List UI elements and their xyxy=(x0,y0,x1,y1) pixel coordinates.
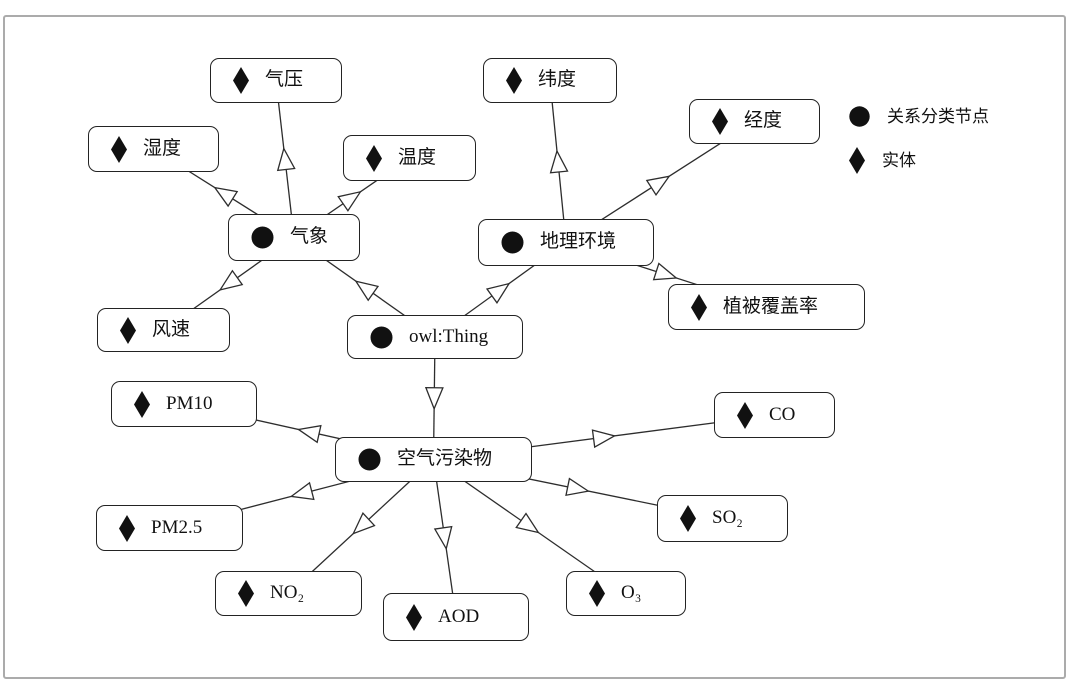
entity-icon xyxy=(589,580,605,607)
node-label: 气象 xyxy=(290,226,329,247)
node-label: 空气污染物 xyxy=(397,448,493,469)
category-node-icon xyxy=(501,231,524,254)
category-node-icon xyxy=(849,106,870,127)
node-label: AOD xyxy=(438,605,480,627)
arrowhead-air-pollutants-pm25 xyxy=(289,481,315,501)
entity-icon xyxy=(366,144,382,172)
node-vegetation-coverage: 植被覆盖率 xyxy=(668,284,865,330)
entity-icon xyxy=(680,505,696,532)
arrowhead-air-pollutants-so2 xyxy=(565,477,590,497)
arrowhead-geo-environment-latitude xyxy=(549,149,569,174)
entity-icon xyxy=(406,603,422,631)
arrowhead-owl-thing-meteorology xyxy=(354,280,380,302)
node-aod: AOD xyxy=(383,593,529,641)
node-label: 湿度 xyxy=(143,137,182,159)
arrowhead-meteorology-humidity xyxy=(213,186,239,208)
node-humidity: 湿度 xyxy=(88,126,219,172)
entity-icon xyxy=(111,135,127,163)
node-pm25: PM2.5 xyxy=(96,505,243,551)
arrowhead-air-pollutants-aod xyxy=(433,525,453,551)
node-temperature: 温度 xyxy=(343,135,476,181)
arrowhead-air-pollutants-pm10 xyxy=(296,424,322,444)
node-label: 植被覆盖率 xyxy=(723,295,819,317)
node-label: O₃ xyxy=(621,582,642,603)
arrowhead-meteorology-pressure xyxy=(276,146,296,172)
legend-item-category: 关系分类节点 xyxy=(849,103,989,130)
arrowhead-meteorology-temperature xyxy=(337,190,362,212)
arrowhead-owl-thing-air-pollutants xyxy=(424,386,444,411)
node-label: PM2.5 xyxy=(151,516,203,538)
arrowhead-air-pollutants-co xyxy=(591,429,617,449)
node-label: SO₂ xyxy=(712,507,743,528)
category-node-icon xyxy=(370,326,393,348)
node-meteorology: 气象 xyxy=(228,214,360,261)
arrowhead-geo-environment-longitude xyxy=(645,175,671,196)
node-label: NO₂ xyxy=(270,582,305,603)
entity-icon xyxy=(120,316,136,344)
node-label: 气压 xyxy=(265,69,304,90)
legend-label-category: 关系分类节点 xyxy=(887,107,989,126)
node-label: PM10 xyxy=(166,392,213,414)
node-no2: NO₂ xyxy=(215,571,362,616)
entity-icon xyxy=(849,147,865,174)
legend: 关系分类节点 实体 xyxy=(849,103,989,191)
node-label: 温度 xyxy=(398,146,437,168)
node-co: CO xyxy=(714,392,835,438)
node-label: 风速 xyxy=(152,318,191,340)
entity-icon xyxy=(134,390,150,418)
entity-icon xyxy=(691,293,707,321)
node-wind-speed: 风速 xyxy=(97,308,230,352)
entity-icon xyxy=(119,514,135,542)
entity-icon xyxy=(506,67,522,94)
node-pressure: 气压 xyxy=(210,58,342,103)
arrowhead-geo-environment-vegetation-coverage xyxy=(652,262,678,281)
node-air-pollutants: 空气污染物 xyxy=(335,437,532,482)
entity-icon xyxy=(233,67,249,94)
node-geo-environment: 地理环境 xyxy=(478,219,654,266)
arrowhead-owl-thing-geo-environment xyxy=(485,282,511,304)
node-label: CO xyxy=(769,403,796,425)
entity-icon xyxy=(712,108,728,135)
node-latitude: 纬度 xyxy=(483,58,617,103)
arrowhead-air-pollutants-o3 xyxy=(515,512,540,534)
entity-icon xyxy=(238,580,254,607)
category-node-icon xyxy=(358,448,381,471)
arrowhead-air-pollutants-no2 xyxy=(352,511,376,535)
legend-item-entity: 实体 xyxy=(849,147,989,174)
node-longitude: 经度 xyxy=(689,99,820,144)
legend-label-entity: 实体 xyxy=(882,151,916,170)
entity-icon xyxy=(737,401,753,429)
category-node-icon xyxy=(251,226,274,249)
node-label: 经度 xyxy=(744,110,783,131)
node-pm10: PM10 xyxy=(111,381,257,427)
arrowhead-meteorology-wind-speed xyxy=(218,269,244,291)
node-label: owl:Thing xyxy=(409,325,489,347)
node-so2: SO₂ xyxy=(657,495,788,542)
node-o3: O₃ xyxy=(566,571,686,616)
node-label: 纬度 xyxy=(538,69,577,90)
node-label: 地理环境 xyxy=(540,231,617,252)
node-owl-thing: owl:Thing xyxy=(347,315,523,359)
